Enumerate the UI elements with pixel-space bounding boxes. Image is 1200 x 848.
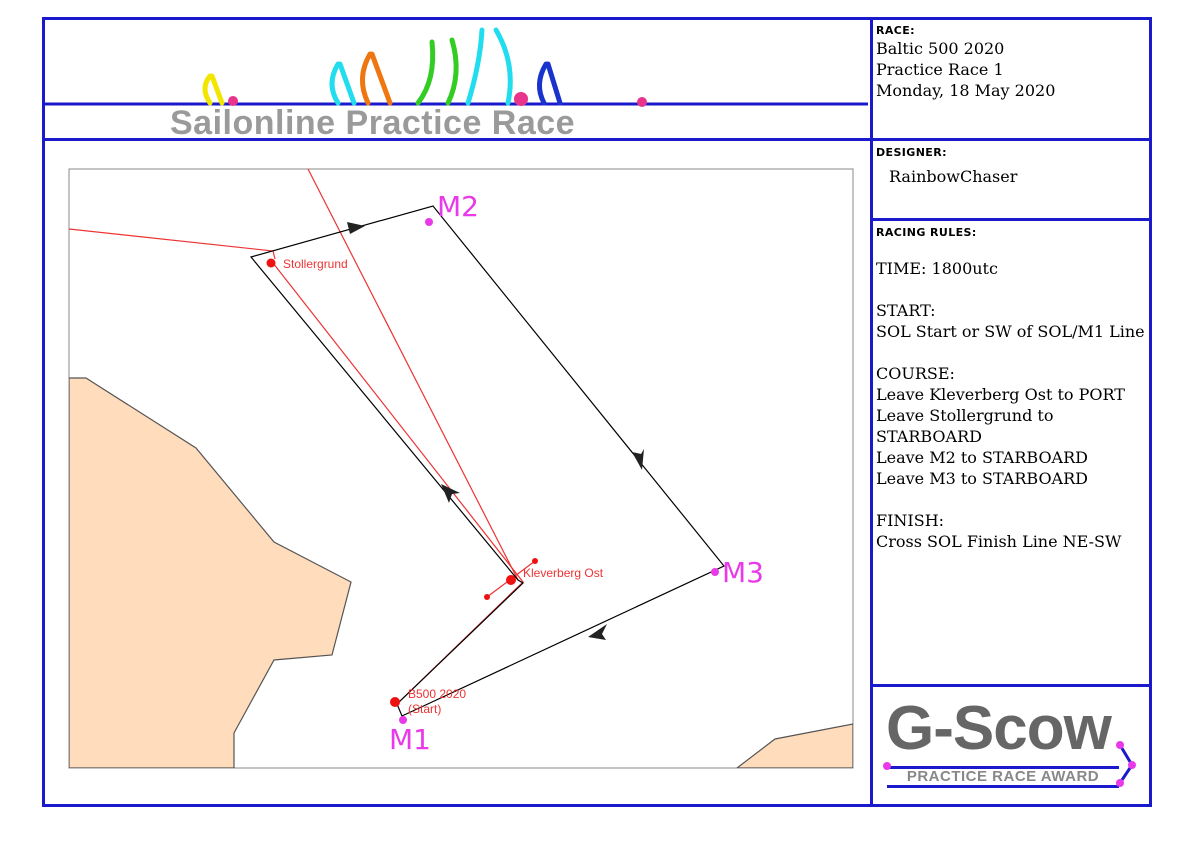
- column-divider: [870, 17, 873, 807]
- land-west: [69, 377, 352, 768]
- rules-course-heading: COURSE:: [876, 364, 955, 383]
- label-start-2: (Start): [408, 702, 441, 716]
- designer-label: DESIGNER:: [876, 146, 947, 159]
- waypoint-stollergrund: [266, 258, 276, 268]
- label-start-1: B500 2020: [408, 687, 466, 701]
- waypoint-small-1: [484, 594, 490, 600]
- rules-start-heading: START:: [876, 301, 936, 320]
- route-arrows: [347, 222, 644, 640]
- race-line-2: Practice Race 1: [876, 60, 1004, 79]
- race-line-3: Monday, 18 May 2020: [876, 81, 1056, 100]
- designer-divider: [870, 218, 1152, 221]
- rules-label: RACING RULES:: [876, 226, 977, 239]
- rules-finish-text: Cross SOL Finish Line NE-SW: [876, 532, 1122, 551]
- award-logo-text: G-Scow: [886, 694, 1112, 763]
- rules-course-line: STARBOARD: [876, 427, 982, 446]
- course-route: [249, 205, 725, 717]
- rules-course-line: Leave M2 to STARBOARD: [876, 448, 1088, 467]
- land-southeast: [736, 723, 853, 768]
- banner-title: Sailonline Practice Race: [170, 104, 576, 142]
- rules-body: TIME: 1800utc START: SOL Start or SW of …: [876, 258, 1146, 573]
- mark-m1-dot: [399, 716, 407, 724]
- header-divider: [42, 138, 1152, 141]
- rules-divider: [870, 684, 1152, 687]
- mark-m3-label: M3: [722, 556, 764, 589]
- rules-course-line: Leave Kleverberg Ost to PORT: [876, 385, 1125, 404]
- award-subtitle: PRACTICE RACE AWARD: [887, 766, 1119, 788]
- mark-m3-dot: [711, 568, 719, 576]
- label-kleverberg: Kleverberg Ost: [523, 566, 604, 580]
- mark-m2-label: M2: [437, 190, 479, 223]
- rules-start-text: SOL Start or SW of SOL/M1 Line: [876, 322, 1145, 341]
- label-stollergrund: Stollergrund: [283, 257, 348, 271]
- rules-finish-heading: FINISH:: [876, 511, 945, 530]
- mark-m1-label: M1: [389, 723, 431, 756]
- waypoint-start: [390, 697, 400, 707]
- race-line-1: Baltic 500 2020: [876, 39, 1005, 58]
- poster-frame: [42, 17, 1152, 807]
- mark-m2-dot: [425, 218, 433, 226]
- designer-name: RainbowChaser: [889, 167, 1018, 186]
- waypoint-kleverberg: [506, 575, 516, 585]
- rules-time: TIME: 1800utc: [876, 259, 998, 278]
- rules-course-line: Leave Stollergrund to: [876, 406, 1054, 425]
- waypoint-small-2: [532, 558, 538, 564]
- rules-course-line: Leave M3 to STARBOARD: [876, 469, 1088, 488]
- race-label: RACE:: [876, 24, 915, 37]
